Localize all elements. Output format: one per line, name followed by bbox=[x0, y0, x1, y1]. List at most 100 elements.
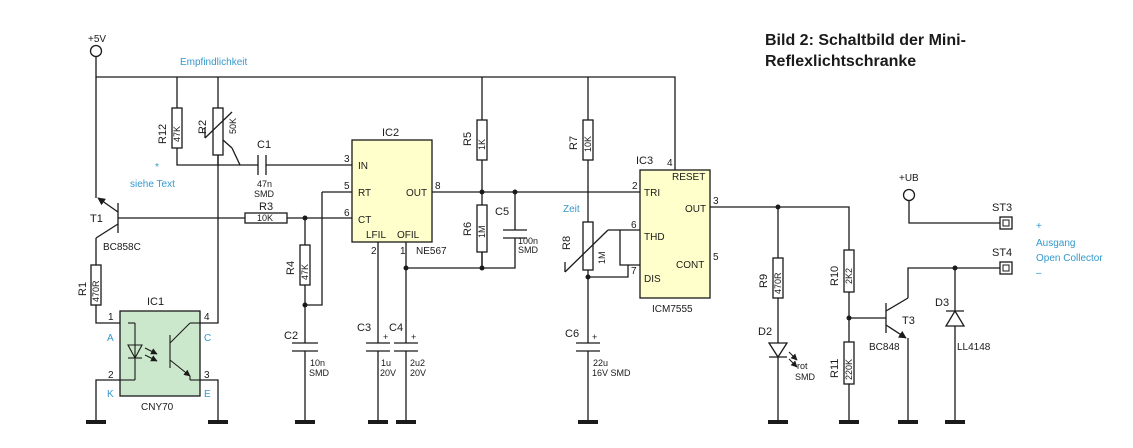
ground-symbol bbox=[396, 420, 416, 424]
r10-ref: R10 bbox=[829, 266, 841, 286]
ic1-e-ground-wire bbox=[200, 379, 219, 420]
resistor-r10: 2K2 R10 bbox=[829, 249, 855, 293]
annotation-ausgang: Ausgang bbox=[1036, 238, 1075, 249]
ic1-pin3: 3 bbox=[204, 370, 210, 381]
r7-value: 10K bbox=[583, 136, 593, 152]
ic3-type: ICM7555 bbox=[652, 304, 693, 315]
ground-symbol bbox=[208, 420, 228, 424]
ic1-pin4: 4 bbox=[204, 312, 210, 323]
r6-ref: R6 bbox=[462, 222, 474, 236]
capacitor-c6: C6 + 22u 16V SMD bbox=[565, 328, 631, 378]
resistor-r7: 10K R7 bbox=[568, 119, 594, 161]
transistor-t3: T3 BC848 bbox=[869, 297, 915, 353]
r1-to-ic1-wire bbox=[95, 305, 120, 324]
ground-symbol bbox=[368, 420, 388, 424]
c6-value: 22u bbox=[593, 358, 608, 368]
ic2-ne567: IC2 NE567 IN RT CT OUT LFIL OFIL 3 5 6 8… bbox=[344, 127, 447, 257]
ic1-ref: IC1 bbox=[147, 296, 164, 308]
ic2-pin3: 3 bbox=[344, 154, 350, 165]
junction bbox=[479, 189, 485, 195]
rt-to-r4-wire bbox=[305, 192, 323, 306]
c5-value: 100n bbox=[518, 236, 538, 246]
d3-type: LL4148 bbox=[957, 342, 991, 353]
r3-right-wire bbox=[287, 217, 306, 238]
ic2-pin5: 5 bbox=[344, 181, 350, 192]
d2-ref: D2 bbox=[758, 326, 772, 338]
r3-value: 10K bbox=[257, 213, 273, 223]
c4-value: 2u2 bbox=[410, 358, 425, 368]
r1-value: 470R bbox=[91, 280, 101, 302]
vcc-label: +5V bbox=[88, 34, 106, 45]
resistor-r1: 470R R1 bbox=[77, 264, 102, 306]
ground-symbol bbox=[898, 420, 918, 424]
resistor-r3: 10K R3 bbox=[244, 201, 288, 224]
annotation-plus: + bbox=[1036, 221, 1042, 232]
title-line-1: Bild 2: Schaltbild der Mini- bbox=[765, 32, 966, 49]
ic2-pin6: 6 bbox=[344, 208, 350, 219]
c1-value: 47n bbox=[257, 179, 272, 189]
d2-note1: rot bbox=[797, 361, 808, 371]
r4-ref: R4 bbox=[285, 261, 297, 275]
r6-value: 1M bbox=[477, 225, 487, 238]
c6-ref: C6 bbox=[565, 328, 579, 340]
r10-value: 2K2 bbox=[844, 268, 854, 284]
resistor-r5: 1K R5 bbox=[462, 119, 488, 161]
t1-ref: T1 bbox=[90, 213, 103, 225]
r6-bottom-wire bbox=[481, 238, 516, 269]
ic2-pin-in: IN bbox=[358, 161, 368, 172]
ic3-out-wire bbox=[710, 206, 850, 250]
t3-type: BC848 bbox=[869, 342, 900, 353]
c3-ref: C3 bbox=[357, 322, 371, 334]
ic2-pin-ct: CT bbox=[358, 215, 371, 226]
annotation-zeit: Zeit bbox=[563, 204, 580, 215]
ic3-pin-tri: TRI bbox=[644, 188, 660, 199]
ic3-pin-thd: THD bbox=[644, 232, 665, 243]
r7-ref: R7 bbox=[568, 136, 580, 150]
junction bbox=[479, 265, 485, 271]
r12-ref: R12 bbox=[157, 124, 169, 144]
c1-note: SMD bbox=[254, 189, 275, 199]
c2-ref: C2 bbox=[284, 330, 298, 342]
t1-type: BC858C bbox=[103, 242, 141, 253]
c2-note: SMD bbox=[309, 368, 330, 378]
ic2-pin-rt: RT bbox=[358, 188, 371, 199]
c4-ref: C4 bbox=[389, 322, 403, 334]
r8-value: 1M bbox=[597, 251, 607, 264]
ground-symbol bbox=[86, 420, 106, 424]
ub-terminal: +UB bbox=[899, 173, 919, 202]
r2-ref: R2 bbox=[197, 120, 209, 134]
ic2-body bbox=[351, 139, 433, 243]
resistor-r11: 220K R11 bbox=[829, 341, 855, 385]
r9-ref: R9 bbox=[758, 274, 770, 288]
c4-plus: + bbox=[411, 332, 416, 342]
c5-note: SMD bbox=[518, 245, 539, 255]
diode-d3: D3 LL4148 bbox=[935, 297, 991, 353]
r2-value: 50K bbox=[228, 118, 238, 134]
ic1-label-a: A bbox=[107, 333, 114, 344]
ic1-c-wire bbox=[200, 155, 219, 324]
annotation-siehe-text: siehe Text bbox=[130, 179, 175, 190]
resistor-r6: 1M R6 bbox=[462, 204, 488, 253]
ic2-pin8: 8 bbox=[435, 181, 441, 192]
c6-plus: + bbox=[592, 332, 597, 342]
annotation-star: * bbox=[155, 162, 159, 173]
ic2-pin2: 2 bbox=[371, 246, 377, 257]
ground-symbol bbox=[839, 420, 859, 424]
c3-value: 1u bbox=[381, 358, 391, 368]
r4-value: 47K bbox=[300, 264, 310, 280]
r1-ref: R1 bbox=[77, 282, 89, 296]
ic2-pin1: 1 bbox=[400, 246, 406, 257]
st3-ref: ST3 bbox=[992, 202, 1012, 214]
c3-note: 20V bbox=[380, 368, 396, 378]
ic1-label-k: K bbox=[107, 389, 114, 400]
junction bbox=[302, 215, 308, 221]
ic3-icm7555: IC3 ICM7555 RESET TRI OUT THD CONT DIS 2… bbox=[631, 155, 719, 315]
ground-symbols bbox=[86, 420, 965, 424]
ic2-pin-ofil: OFIL bbox=[397, 230, 420, 241]
st4-ref: ST4 bbox=[992, 247, 1012, 259]
connector-st3: ST3 bbox=[992, 202, 1013, 230]
ic2-pin-lfil: LFIL bbox=[366, 230, 386, 241]
ic3-pin3: 3 bbox=[713, 196, 719, 207]
ub-label: +UB bbox=[899, 173, 919, 184]
